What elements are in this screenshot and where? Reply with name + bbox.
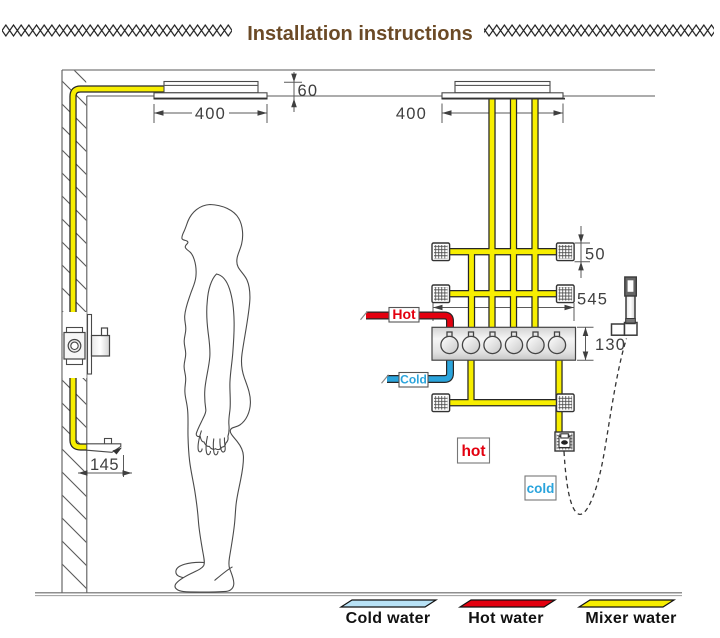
under-dims [432, 103, 575, 321]
shower-hose [563, 338, 628, 515]
handshower-handle-band [625, 318, 636, 324]
dim-holder-offset: 145 [78, 455, 132, 477]
hot-pipe-break-mark [360, 310, 368, 321]
legend-swatch-mixer [576, 599, 677, 608]
mixer-pipes [73, 89, 559, 447]
page-title: Installation instructions [247, 23, 473, 45]
body-jet [555, 284, 575, 304]
legend-label-mixer: Mixer water [585, 610, 676, 627]
body-jet [555, 242, 575, 262]
legend-item-hot-water: Hot water [457, 599, 558, 627]
cold-outlet-label: cold [524, 475, 557, 501]
dim-label-right-head-width: 400 [396, 105, 427, 123]
legend-label-cold: Cold water [346, 610, 431, 627]
valve-knobs [440, 331, 567, 355]
body-jets [431, 242, 575, 413]
body-jet [431, 242, 451, 262]
cold-supply-text: Cold [400, 373, 427, 387]
legend-swatch-cold [338, 599, 439, 608]
right-shower-head [441, 80, 565, 100]
figure-fingers [197, 430, 226, 456]
mixer-pipes-outline [73, 89, 559, 447]
legend: Cold water Hot water Mixer water [338, 599, 677, 627]
valve-box [431, 326, 577, 361]
legend-item-cold-water: Cold water [338, 599, 439, 627]
diamond-chain-left [2, 24, 232, 37]
cold-supply-label: Cold [398, 371, 429, 388]
holder-bracket-right [623, 321, 638, 336]
dim-label-jet-size: 50 [585, 246, 606, 264]
dim-ceiling-depth: 60 [284, 72, 319, 112]
figure-heel-line [214, 566, 233, 581]
wall-mixer-valve [62, 312, 111, 378]
hot-supply-text: Hot [392, 306, 416, 322]
hand-shower [563, 276, 638, 515]
handshower-holder [86, 437, 122, 455]
diamond-chain-right [484, 24, 714, 37]
dim-valve-height: 130 [577, 326, 626, 361]
dim-label-jet-span: 545 [577, 291, 608, 309]
dim-jet-size: 50 [574, 226, 606, 278]
dim-left-head-width: 400 [153, 104, 268, 123]
figure-arm [195, 273, 235, 451]
hot-supply-label: Hot [388, 306, 420, 323]
left-shower-head [153, 80, 268, 100]
body-jet [431, 284, 451, 304]
dim-label-valve-height: 130 [595, 336, 626, 354]
holder-bracket-left [610, 323, 626, 336]
dim-label-left-head-width: 400 [195, 105, 226, 123]
hot-outlet-label: hot [456, 437, 491, 464]
handshower-head-window [627, 280, 634, 292]
legend-swatch-hot [457, 599, 558, 608]
human-figure [174, 203, 251, 593]
title-bar: Installation instructions [2, 23, 714, 45]
legend-label-hot: Hot water [468, 610, 544, 627]
legend-item-mixer-water: Mixer water [576, 599, 677, 627]
dim-label-holder-offset: 145 [90, 456, 119, 474]
cold-outlet-text: cold [527, 481, 555, 496]
body-jet [431, 393, 451, 413]
dim-right-head-width: 400 [396, 105, 563, 123]
body-jet [555, 393, 575, 413]
hot-outlet-text: hot [461, 443, 485, 460]
dim-jet-span: 545 [433, 291, 608, 311]
dim-label-ceiling-depth: 60 [298, 82, 319, 100]
hose-outlet [554, 431, 575, 452]
cold-pipe-break-mark [381, 374, 389, 384]
